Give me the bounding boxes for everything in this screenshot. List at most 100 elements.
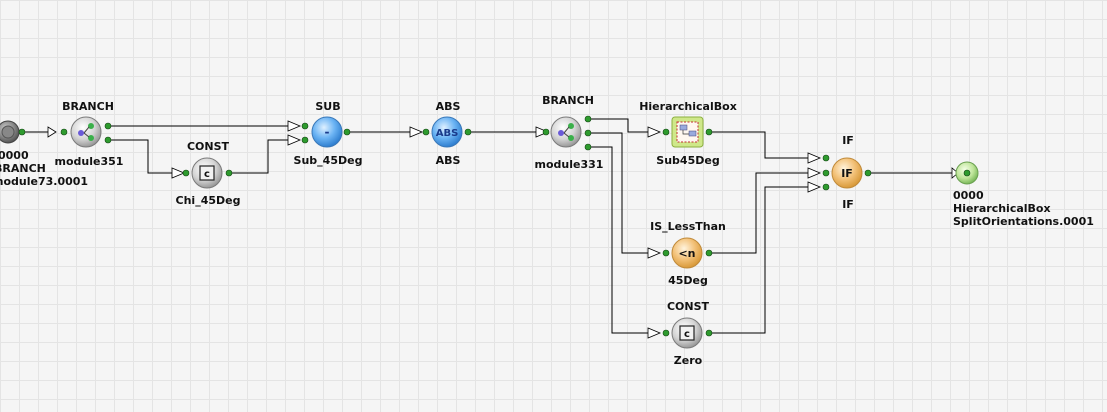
less-than-icon <box>671 237 703 269</box>
output-port[interactable] <box>705 128 713 136</box>
input-port[interactable] <box>822 183 830 191</box>
const-glyph: c <box>204 169 210 180</box>
input-port[interactable] <box>963 169 971 177</box>
node-type-label: BRANCH <box>542 94 594 107</box>
wire[interactable] <box>588 146 648 334</box>
output-port[interactable] <box>104 136 112 144</box>
output-line-3: SplitOrientations.0001 <box>953 215 1094 228</box>
output-port[interactable] <box>343 128 351 136</box>
source-node[interactable]: 0000 BRANCH module73.0001 <box>0 120 88 188</box>
output-port[interactable] <box>104 122 112 130</box>
source-line-2: BRANCH <box>0 162 46 175</box>
wire[interactable] <box>709 186 808 334</box>
node-name-label: Zero <box>674 354 703 367</box>
hierarchical-box-icon <box>671 116 704 148</box>
output-line-1: 0000 <box>953 189 984 202</box>
output-port[interactable] <box>705 249 713 257</box>
input-arrow[interactable] <box>647 327 662 339</box>
abs-glyph: ABS <box>436 128 459 139</box>
input-arrow[interactable] <box>807 152 822 164</box>
wire[interactable] <box>229 139 288 174</box>
input-arrow[interactable] <box>409 126 424 138</box>
wire[interactable] <box>709 172 808 254</box>
if-node[interactable]: IF IF IF <box>807 134 872 211</box>
sub-glyph: - <box>325 125 330 139</box>
const-node-chi[interactable]: CONST c Chi_45Deg <box>171 140 241 207</box>
minus-icon <box>311 116 343 148</box>
input-arrow[interactable] <box>171 167 186 179</box>
node-name-label: IF <box>842 198 854 211</box>
input-arrow[interactable] <box>647 247 662 259</box>
if-glyph: IF <box>841 167 853 180</box>
output-port[interactable] <box>464 128 472 136</box>
wire[interactable] <box>588 118 648 133</box>
output-port[interactable] <box>18 128 26 136</box>
abs-icon <box>431 116 463 148</box>
node-type-label: SUB <box>315 100 340 113</box>
node-type-label: ABS <box>436 100 461 113</box>
node-type-label: BRANCH <box>62 100 114 113</box>
output-port[interactable] <box>225 169 233 177</box>
const-icon <box>679 325 695 341</box>
input-arrow[interactable] <box>535 126 550 138</box>
input-arrow[interactable] <box>807 167 822 179</box>
input-arrow[interactable] <box>951 167 959 179</box>
output-line-2: HierarchicalBox <box>953 202 1051 215</box>
node-name-label: module351 <box>55 155 124 168</box>
input-arrow[interactable] <box>47 126 57 138</box>
input-port[interactable] <box>60 128 68 136</box>
node-type-label: CONST <box>187 140 230 153</box>
wire[interactable] <box>709 131 808 159</box>
input-port[interactable] <box>822 154 830 162</box>
node-name-label: Chi_45Deg <box>176 194 241 207</box>
node-name-label: 45Deg <box>668 274 708 287</box>
wires <box>22 118 952 334</box>
input-arrow[interactable] <box>647 126 662 138</box>
source-line-1: 0000 <box>0 149 29 162</box>
node-type-label: IF <box>842 134 854 147</box>
output-port[interactable] <box>584 143 592 151</box>
input-port[interactable] <box>301 122 309 130</box>
const-glyph: c <box>684 329 690 340</box>
node-type-label: CONST <box>667 300 710 313</box>
wire[interactable] <box>588 132 648 254</box>
node-name-label: Sub45Deg <box>656 154 719 167</box>
input-port[interactable] <box>662 249 670 257</box>
input-port[interactable] <box>542 128 550 136</box>
input-port[interactable] <box>422 128 430 136</box>
output-node[interactable]: 0000 HierarchicalBox SplitOrientations.0… <box>951 161 1094 228</box>
less-than-glyph: <n <box>678 247 695 260</box>
wire[interactable] <box>108 139 172 174</box>
sub-node[interactable]: SUB - Sub_45Deg <box>287 100 363 167</box>
input-port[interactable] <box>182 169 190 177</box>
branch-icon <box>78 123 94 141</box>
if-icon <box>831 157 863 189</box>
input-arrow[interactable] <box>287 120 302 132</box>
branch-node-module351[interactable]: BRANCH module351 <box>47 100 124 168</box>
less-than-node[interactable]: IS_LessThan <n 45Deg <box>647 220 726 287</box>
node-name-label: module331 <box>535 158 604 171</box>
output-port[interactable] <box>705 329 713 337</box>
hierarchical-box-node[interactable]: HierarchicalBox Sub45Deg <box>639 100 737 167</box>
const-node-zero[interactable]: CONST c Zero <box>647 300 713 367</box>
input-arrow[interactable] <box>807 181 822 193</box>
source-line-3: module73.0001 <box>0 175 88 188</box>
input-arrow[interactable] <box>287 134 302 146</box>
node-type-label: IS_LessThan <box>650 220 726 233</box>
output-port[interactable] <box>584 115 592 123</box>
input-port[interactable] <box>662 329 670 337</box>
output-port[interactable] <box>864 169 872 177</box>
branch-node-module331[interactable]: BRANCH module331 <box>535 94 604 171</box>
branch-icon <box>558 123 574 141</box>
output-port[interactable] <box>584 129 592 137</box>
input-port[interactable] <box>822 169 830 177</box>
node-name-label: ABS <box>436 154 461 167</box>
abs-node[interactable]: ABS ABS ABS <box>409 100 472 167</box>
node-name-label: Sub_45Deg <box>294 154 363 167</box>
const-icon <box>199 165 215 181</box>
input-port[interactable] <box>662 128 670 136</box>
node-type-label: HierarchicalBox <box>639 100 737 113</box>
input-port[interactable] <box>301 136 309 144</box>
